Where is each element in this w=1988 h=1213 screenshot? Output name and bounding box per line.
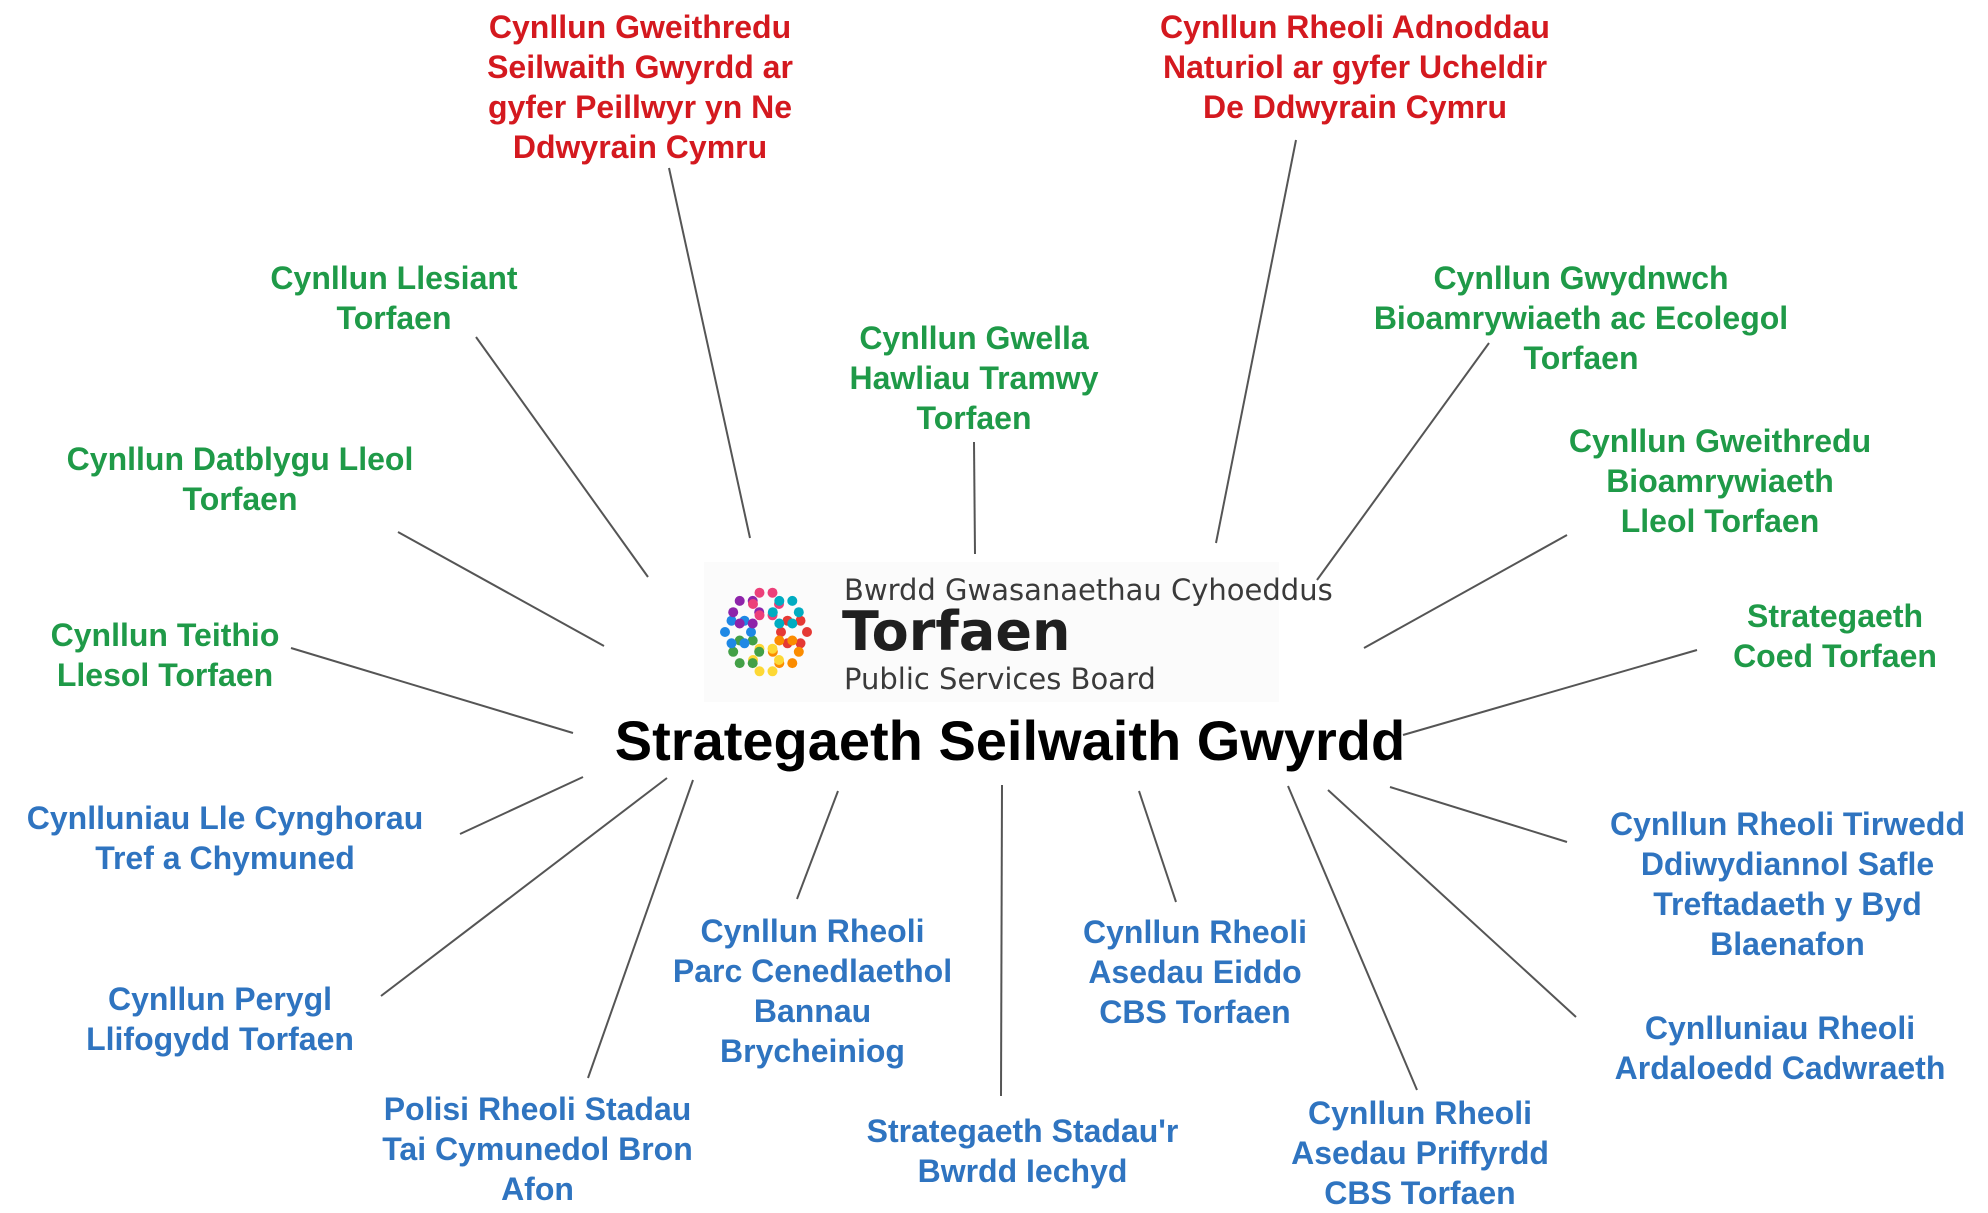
logo-dot	[774, 635, 785, 646]
logo-dot	[793, 607, 804, 618]
logo-dot	[767, 607, 778, 618]
connector-gi-action-pollinators	[668, 167, 751, 539]
logo-dot	[739, 638, 750, 649]
connector-flood-risk	[380, 777, 668, 997]
logo-dot	[728, 646, 739, 657]
node-community-council-plans: Cynlluniau Lle Cynghorau Tref a Chymuned	[26, 800, 424, 876]
logo-torfaen-text: Torfaen	[842, 600, 1071, 663]
logo-dot	[754, 587, 765, 598]
node-world-heritage-site: Cynllun Rheoli Tirwedd Ddiwydiannol Safl…	[1610, 806, 1965, 962]
node-bron-afon-estate: Polisi Rheoli Stadau Tai Cymunedol Bron …	[382, 1091, 693, 1207]
logo-dot	[748, 599, 758, 609]
logo-dot	[787, 618, 798, 629]
connector-tree-strategy	[1402, 649, 1698, 736]
logo-dot	[754, 646, 765, 657]
node-highway-assets: Cynllun Rheoli Asedau Priffyrdd CBS Torf…	[1291, 1095, 1549, 1211]
node-rights-of-way: Cynllun Gwella Hawliau Tramwy Torfaen	[849, 320, 1099, 436]
logo-dot	[793, 646, 804, 657]
logo-dot	[774, 618, 785, 629]
logo-dot	[734, 618, 745, 629]
logo-dot	[747, 635, 758, 646]
connector-biodiversity-resilience	[1316, 342, 1490, 581]
connector-bron-afon-estate	[587, 779, 694, 1079]
node-active-travel: Cynllun Teithio Llesol Torfaen	[50, 617, 280, 693]
logo-dot	[726, 615, 737, 626]
logo-dot	[787, 658, 798, 669]
node-local-development-plan: Cynllun Datblygu Lleol Torfaen	[66, 441, 414, 517]
node-conservation-areas: Cynlluniau Rheoli Ardaloedd Cadwraeth	[1614, 1010, 1946, 1086]
node-gi-action-pollinators: Cynllun Gweithredu Seilwaith Gwyrdd ar g…	[487, 9, 793, 165]
torfaen-psb-logo: Bwrdd Gwasanaethau Cyhoeddus Torfaen Pub…	[704, 562, 1333, 702]
logo-dot	[795, 615, 806, 626]
node-natural-resources-uplands: Cynllun Rheoli Adnoddau Naturiol ar gyfe…	[1160, 9, 1550, 125]
logo-dot	[747, 618, 758, 629]
connector-natural-resources-uplands	[1215, 139, 1297, 544]
connector-community-council-plans	[459, 776, 584, 835]
connector-world-heritage-site	[1389, 786, 1568, 843]
connector-local-development-plan	[397, 531, 605, 647]
logo-dot	[734, 595, 745, 606]
logo-dot	[720, 627, 730, 637]
logo-dot	[795, 638, 806, 649]
logo-english-text: Public Services Board	[844, 662, 1156, 696]
logo-dot	[767, 643, 778, 654]
logo-dot	[776, 627, 786, 637]
connector-local-biodiversity-action	[1363, 534, 1568, 649]
logo-dot	[767, 587, 778, 598]
node-flood-risk: Cynllun Perygl Llifogydd Torfaen	[86, 981, 354, 1057]
connector-active-travel	[290, 647, 574, 734]
connector-wellbeing-plan	[475, 336, 649, 578]
logo-dot	[754, 610, 765, 621]
logo-dot	[728, 607, 739, 618]
node-health-board-estates: Strategaeth Stadau'r Bwrdd Iechyd	[866, 1113, 1179, 1189]
logo-dot	[747, 658, 758, 669]
connector-conservation-areas	[1327, 789, 1577, 1018]
logo-dot	[787, 595, 798, 606]
logo-dot	[734, 658, 745, 669]
logo-dot	[802, 627, 812, 637]
logo-dot	[726, 638, 737, 649]
node-property-assets: Cynllun Rheoli Asedau Eiddo CBS Torfaen	[1083, 914, 1307, 1030]
logo-dot	[774, 595, 785, 606]
connector-property-assets	[1138, 790, 1177, 903]
logo-dot	[774, 655, 784, 665]
logo-dot	[746, 627, 756, 637]
node-wellbeing-plan: Cynllun Llesiant Torfaen	[270, 260, 518, 336]
flower-dots-icon	[720, 587, 812, 677]
node-tree-strategy: Strategaeth Coed Torfaen	[1733, 598, 1937, 674]
central-strategy-title: Strategaeth Seilwaith Gwyrdd	[614, 709, 1406, 772]
node-local-biodiversity-action: Cynllun Gweithredu Bioamrywiaeth Lleol T…	[1568, 423, 1872, 539]
connector-highway-assets	[1287, 785, 1418, 1091]
logo-dot	[754, 666, 765, 677]
logo-welsh-text: Bwrdd Gwasanaethau Cyhoeddus	[844, 573, 1333, 607]
node-national-park: Cynllun Rheoli Parc Cenedlaethol Bannau …	[672, 913, 953, 1069]
connector-national-park	[796, 790, 839, 900]
connector-rights-of-way	[973, 441, 976, 555]
logo-dot	[767, 666, 778, 677]
node-biodiversity-resilience: Cynllun Gwydnwch Bioamrywiaeth ac Ecoleg…	[1373, 260, 1789, 376]
connector-health-board-estates	[1000, 784, 1003, 1097]
logo-dot	[787, 635, 798, 646]
